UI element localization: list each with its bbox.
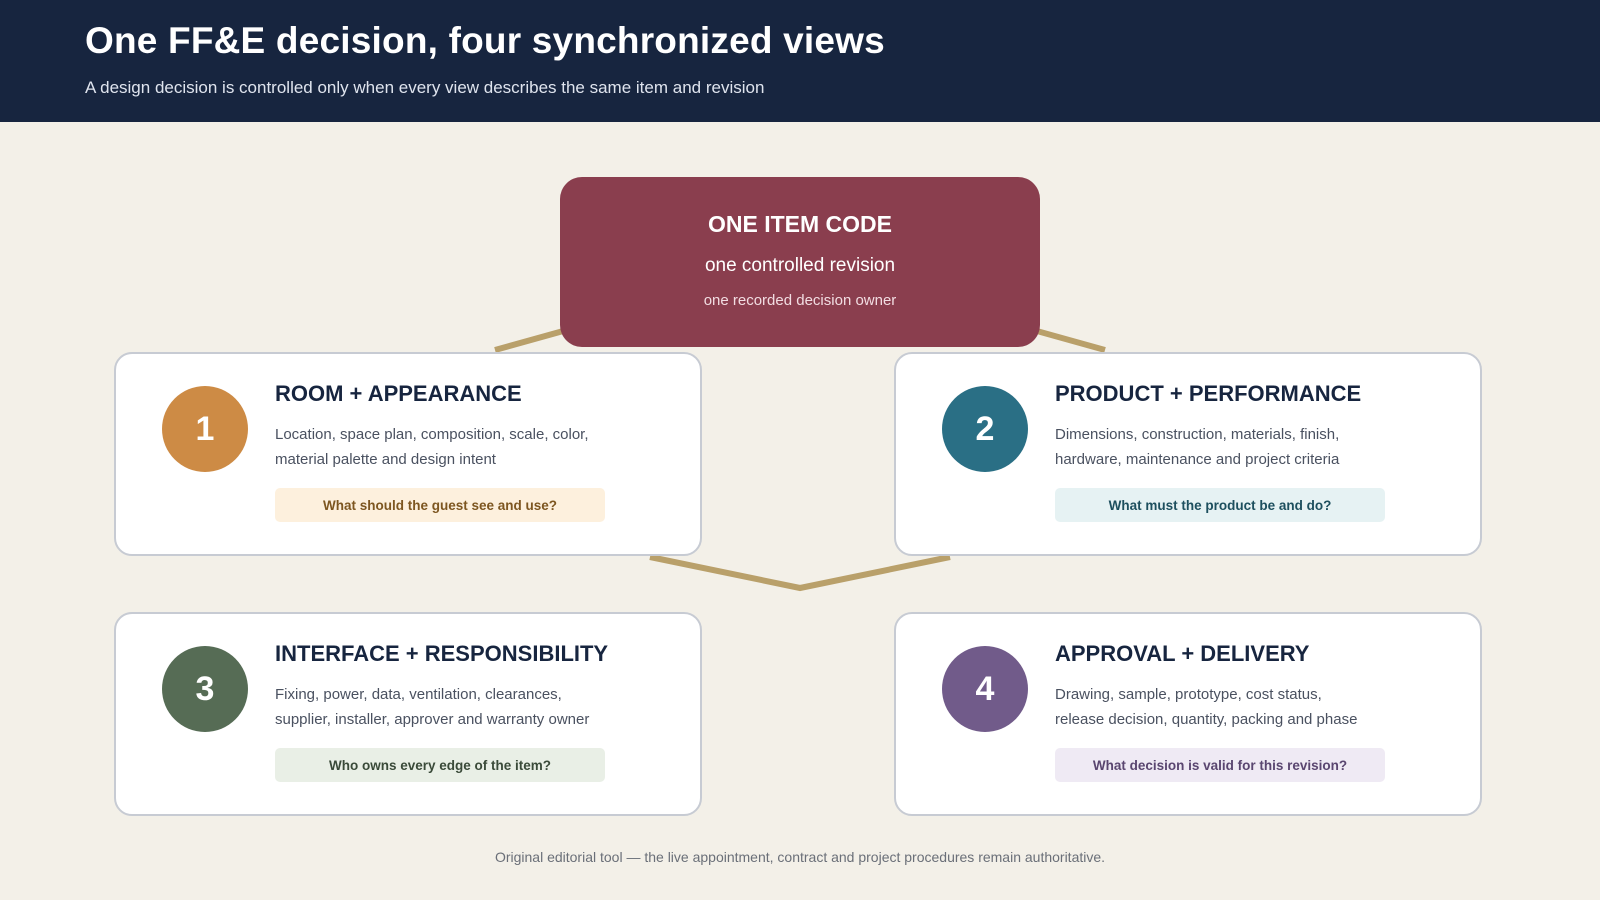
view-card-product-performance: 2 PRODUCT + PERFORMANCE Dimensions, cons…: [894, 352, 1482, 556]
card-title: PRODUCT + PERFORMANCE: [1055, 381, 1362, 406]
item-code-revision: one controlled revision: [704, 255, 896, 276]
number-badge: 4: [942, 646, 1028, 732]
card-title: APPROVAL + DELIVERY: [1055, 641, 1310, 666]
view-card-interface-responsibility: 3 INTERFACE + RESPONSIBILITY Fixing, pow…: [114, 612, 702, 816]
page-title: One FF&E decision, four synchronized vie…: [85, 20, 885, 61]
number-badge: 3: [162, 646, 248, 732]
number-badge: 2: [942, 386, 1028, 472]
card-description: Drawing, sample, prototype, cost status,…: [1055, 686, 1358, 728]
card-question: What should the guest see and use?: [275, 488, 605, 522]
page-subtitle: A design decision is controlled only whe…: [85, 78, 765, 97]
card-description: Dimensions, construction, materials, fin…: [1055, 426, 1340, 468]
connector-lower: [649, 554, 951, 592]
view-card-approval-delivery: 4 APPROVAL + DELIVERY Drawing, sample, p…: [894, 612, 1482, 816]
item-code-box: ONE ITEM CODE one controlled revision on…: [560, 177, 1040, 347]
item-code-owner: one recorded decision owner: [703, 292, 897, 309]
footer-note: Original editorial tool — the live appoi…: [494, 849, 1106, 865]
card-question: What must the product be and do?: [1055, 488, 1385, 522]
card-title: ROOM + APPEARANCE: [275, 381, 522, 406]
card-title: INTERFACE + RESPONSIBILITY: [275, 641, 609, 666]
card-description: Fixing, power, data, ventilation, cleara…: [275, 686, 590, 728]
number-badge: 1: [162, 386, 248, 472]
view-card-room-appearance: 1 ROOM + APPEARANCE Location, space plan…: [114, 352, 702, 556]
card-question: Who owns every edge of the item?: [275, 748, 605, 782]
item-code-title: ONE ITEM CODE: [707, 211, 892, 237]
card-description: Location, space plan, composition, scale…: [275, 426, 589, 468]
header-banner: One FF&E decision, four synchronized vie…: [0, 0, 1600, 122]
card-question: What decision is valid for this revision…: [1055, 748, 1385, 782]
